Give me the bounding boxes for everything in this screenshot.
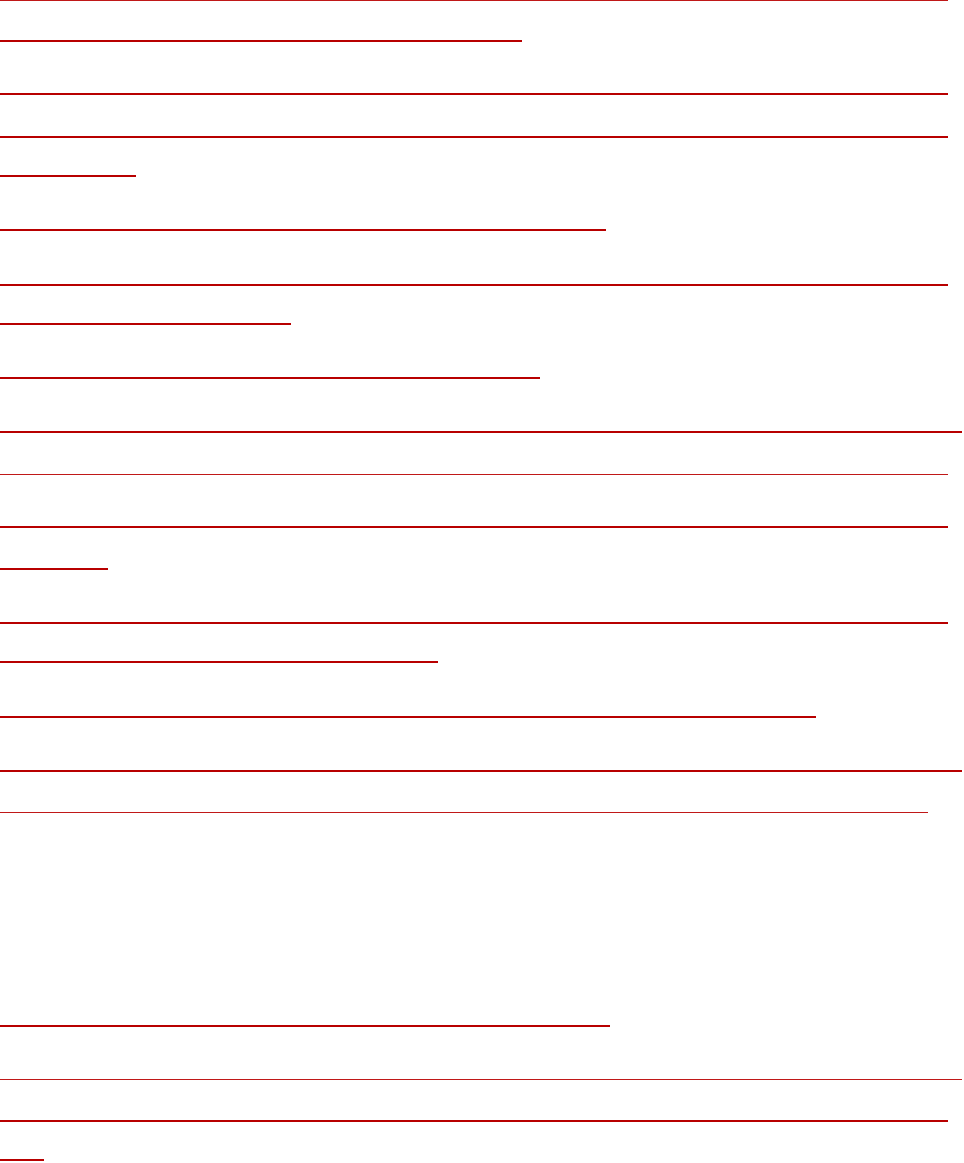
link-underline[interactable] [0,716,816,718]
link-underline[interactable] [0,1159,44,1161]
link-underline[interactable] [0,175,136,177]
link-underline[interactable] [0,323,291,325]
link-underline[interactable] [0,812,928,813]
link-underline[interactable] [0,1079,962,1080]
link-underline[interactable] [0,377,540,379]
link-underline[interactable] [0,1120,948,1122]
link-underline[interactable] [0,40,522,42]
link-underline[interactable] [0,661,438,663]
link-underline[interactable] [0,431,962,433]
link-underline[interactable] [0,770,962,772]
link-underline[interactable] [0,1025,610,1027]
link-underline[interactable] [0,568,108,570]
link-underline[interactable] [0,93,948,95]
link-underline[interactable] [0,622,948,624]
link-underline[interactable] [0,136,948,138]
link-underline[interactable] [0,284,948,286]
link-underline[interactable] [0,0,948,1]
link-underline[interactable] [0,526,948,528]
link-underline[interactable] [0,229,606,231]
link-underline[interactable] [0,474,948,475]
